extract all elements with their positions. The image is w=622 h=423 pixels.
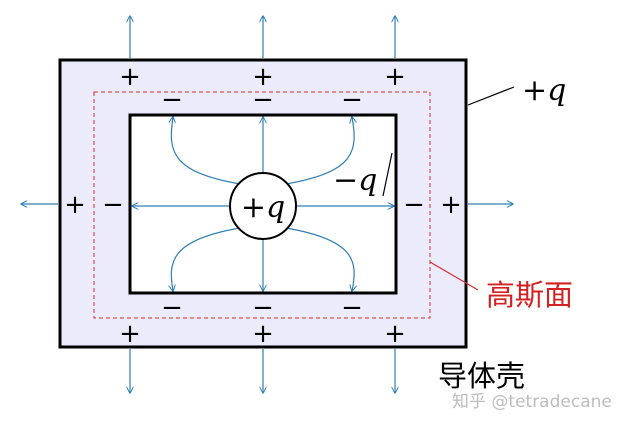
field-line-inner-upper-left: [171, 117, 241, 185]
field-line-inner-upper-right: [285, 117, 354, 185]
internal-field-lines: [132, 117, 394, 291]
inner-charge-leader: [382, 152, 393, 197]
minus-charge: −: [102, 190, 124, 220]
minus-charge: −: [252, 85, 274, 115]
minus-charge: −: [341, 85, 363, 115]
outer-charge-label: +q: [522, 73, 566, 108]
conductor-shell-label: 导体壳: [438, 359, 525, 393]
watermark: 知乎 @tetradecane: [452, 392, 612, 412]
field-line-inner-lower-left: [171, 227, 241, 291]
plus-charge: +: [252, 62, 274, 92]
gaussian-surface-label: 高斯面: [486, 278, 573, 312]
plus-charge: +: [64, 190, 86, 220]
plus-charge: +: [384, 319, 406, 349]
plus-charge: +: [252, 319, 274, 349]
field-line-inner-lower-right: [285, 227, 354, 291]
center-charge-circle: [229, 172, 297, 240]
outer-surface-charges: + + + + + + + +: [64, 62, 462, 349]
plus-charge: +: [119, 62, 141, 92]
minus-charge: −: [161, 293, 183, 323]
minus-charge: −: [341, 293, 363, 323]
plus-charge: +: [119, 319, 141, 349]
outer-charge-leader: [467, 86, 515, 106]
plus-charge: +: [384, 62, 406, 92]
center-charge-label: +q: [241, 190, 285, 225]
inner-charge-label: −q: [333, 163, 377, 198]
minus-charge: −: [403, 190, 425, 220]
minus-charge: −: [252, 293, 274, 323]
external-field-lines: [21, 16, 513, 393]
inner-surface-charges: − − − − − − − −: [102, 85, 425, 323]
gaussian-surface: [93, 91, 431, 319]
plus-charge: +: [440, 190, 462, 220]
minus-charge: −: [161, 85, 183, 115]
gaussian-surface-leader: [429, 261, 479, 291]
